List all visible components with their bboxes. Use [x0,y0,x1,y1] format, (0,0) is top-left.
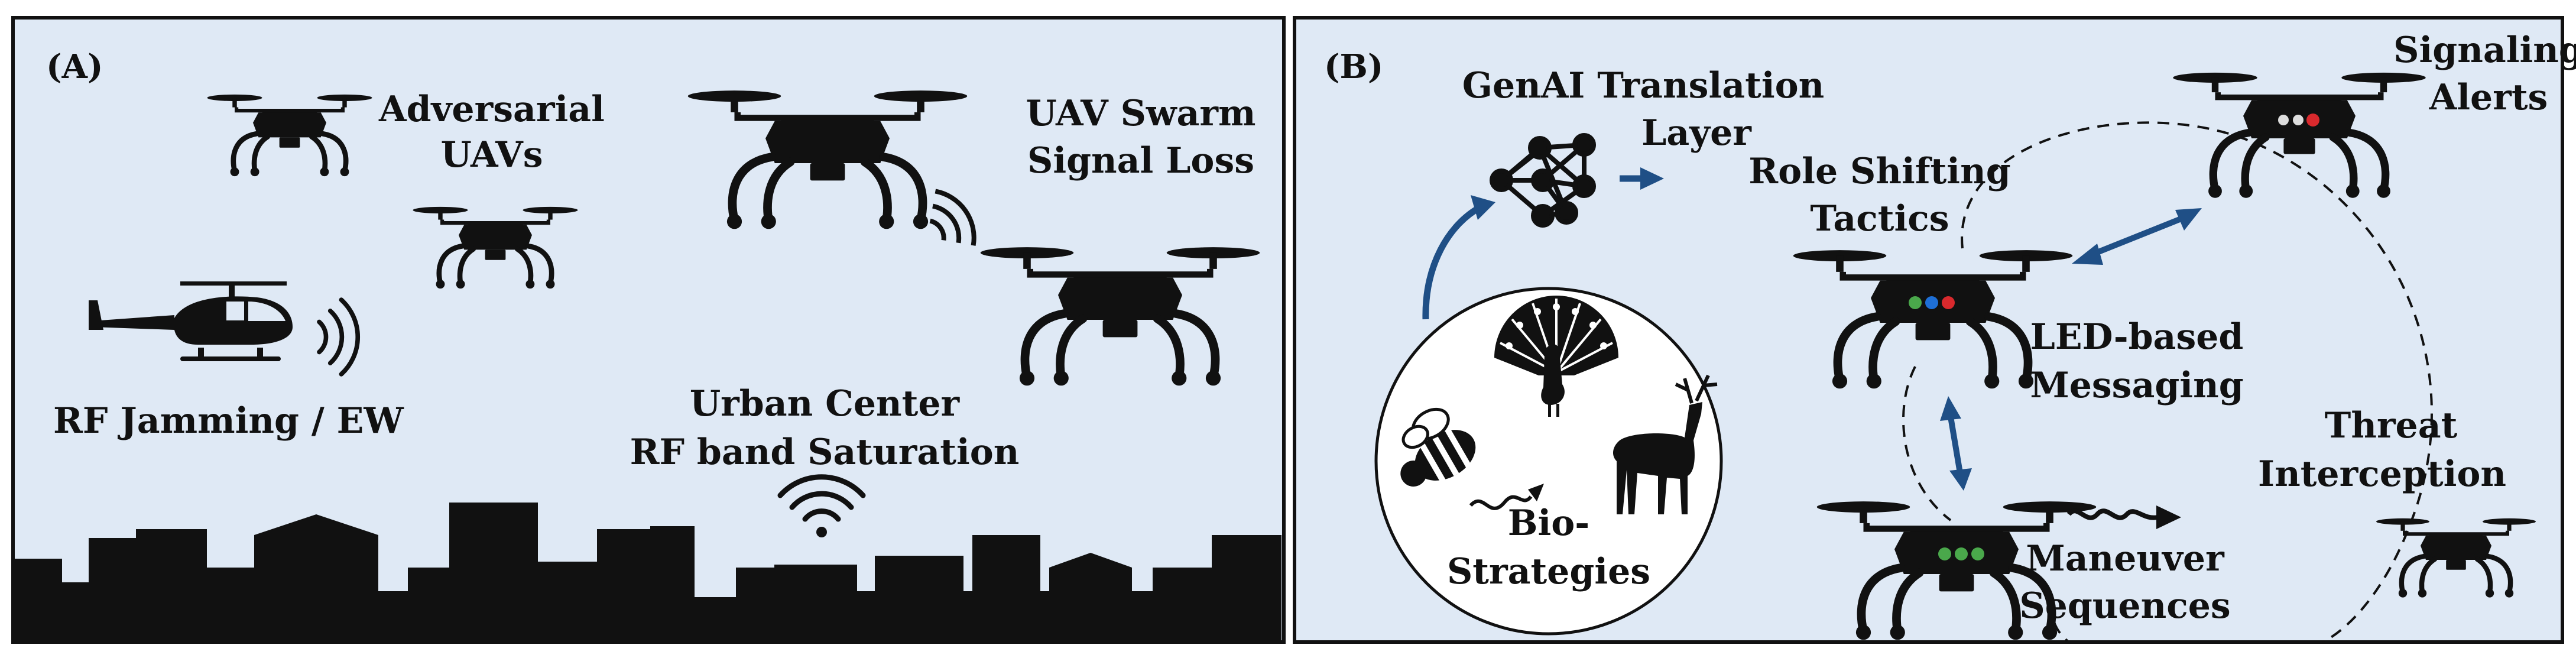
panel-b-tag: (B) [1324,47,1383,86]
bio-to-genai-arrow-head [1471,195,1495,220]
deer-icon [1613,374,1718,514]
adversarial-uavs-line1: Adversarial [378,89,605,130]
genai-layer-line1: GenAI Translation [1462,65,1825,106]
threat-interception-line2: Interception [2258,453,2506,495]
maneuver-sequences-line1: Maneuver [2026,538,2225,579]
role-shifting-line2: Tactics [1810,198,1949,239]
adversarial-uavs-line2: UAVs [441,134,543,176]
led-messaging-line1: LED-based [2030,316,2244,358]
led-lights-icon [2278,114,2319,127]
cycle-dashed-path [1961,121,2433,643]
bio-strategies-line2: Strategies [1447,551,1650,592]
role-shifting-line1: Role Shifting [1748,151,2010,192]
maneuver-path-icon [2066,508,2158,520]
led-messaging-line2: Messaging [2030,365,2243,406]
bee-flight-path-icon [1469,495,1533,510]
panel-a-tag: (A) [46,47,103,86]
role-shift-arrow-head [2175,208,2202,231]
city-skyline-icon [15,503,1281,640]
threat-interception-line1: Threat [2325,405,2458,446]
bee-flight-arrow-icon [1528,484,1544,501]
swarm-signal-loss-line1: UAV Swarm [1026,93,1255,134]
bee-icon [1400,407,1476,487]
signaling-alerts-line1: Signaling [2393,30,2576,71]
weak-signal-icon [929,189,976,246]
urban-center-line2: RF band Saturation [630,432,1020,473]
maneuver-sequences-line2: Sequences [2019,585,2230,627]
led-lights-icon [1938,547,1984,560]
bio-strategies-circle [1374,287,1723,636]
role-shift-double-arrow [2091,216,2182,257]
peacock-icon [1494,296,1618,417]
role-shift-arrow-head [2072,244,2103,265]
rf-jamming-label: RF Jamming / EW [53,400,404,442]
maneuver-arrow-icon [2156,505,2181,529]
neural-network-icon [1490,133,1596,228]
genai-layer-line2: Layer [1641,112,1752,154]
signaling-alerts-line2: Alerts [2429,77,2548,118]
led-maneuver-arrow-head [1949,468,1972,491]
swarm-signal-loss-line2: Signal Loss [1027,140,1254,181]
led-lights-icon [1909,296,1955,309]
bio-to-genai-arrow [1422,204,1482,320]
bio-strategies-line1: Bio- [1508,503,1589,544]
genai-output-arrow-head [1640,167,1664,190]
led-maneuver-double-arrow [1948,416,1963,474]
urban-center-line1: Urban Center [690,383,961,424]
wifi-signal-icon [777,474,866,537]
led-maneuver-arrow-head [1940,396,1961,421]
